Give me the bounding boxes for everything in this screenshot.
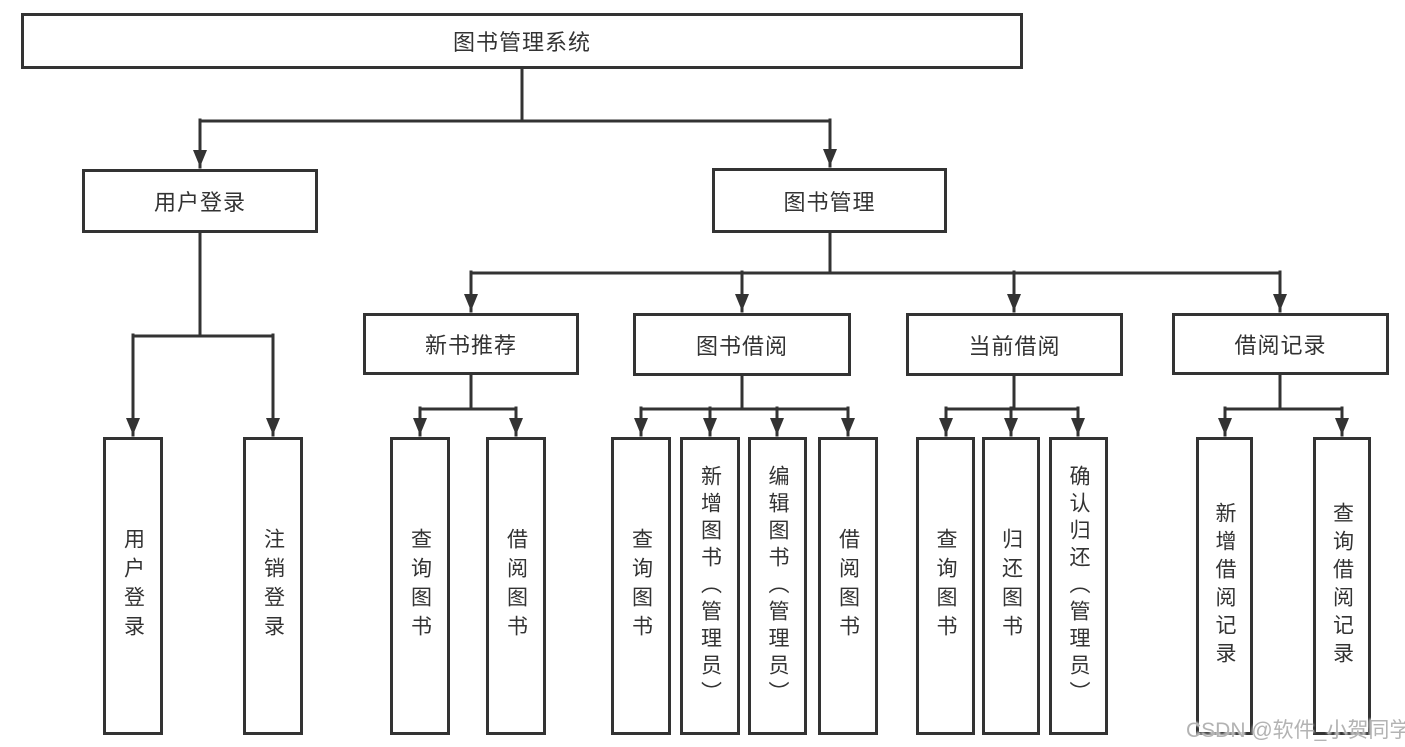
node-leaf-query-books-rec-label: 查询图书 — [408, 528, 432, 644]
node-current-borrow: 当前借阅 — [906, 313, 1123, 376]
node-new-book-rec-label: 新书推荐 — [424, 333, 517, 358]
node-leaf-borrow-books-rec-label: 借阅图书 — [504, 528, 528, 644]
node-leaf-query-books-current-label: 查询图书 — [934, 528, 957, 644]
csdn-watermark: CSDN @软件_小贺同学 — [1186, 719, 1405, 742]
node-leaf-query-books-borrow-label: 查询图书 — [629, 528, 653, 644]
node-leaf-query-borrow-record-label: 查询借阅记录 — [1330, 502, 1354, 670]
node-borrow-records-label: 借阅记录 — [1234, 333, 1327, 358]
node-leaf-edit-books-admin-label: 编辑图书（管理员） — [766, 464, 789, 708]
node-root-system-label: 图书管理系统 — [452, 30, 591, 55]
node-leaf-user-login-label: 用户登录 — [121, 528, 145, 644]
node-book-borrow-label: 图书借阅 — [695, 333, 788, 359]
node-leaf-confirm-return-admin: 确认归还（管理员） — [1049, 437, 1108, 735]
node-new-book-rec: 新书推荐 — [363, 313, 579, 375]
node-current-borrow-label: 当前借阅 — [968, 333, 1061, 359]
node-user-login: 用户登录 — [82, 169, 318, 233]
node-leaf-logout: 注销登录 — [243, 437, 303, 735]
node-leaf-query-books-borrow: 查询图书 — [611, 437, 671, 735]
node-leaf-borrow-books-rec: 借阅图书 — [486, 437, 546, 735]
node-leaf-query-borrow-record: 查询借阅记录 — [1313, 437, 1371, 735]
node-leaf-return-books: 归还图书 — [982, 437, 1040, 735]
node-leaf-query-books-rec: 查询图书 — [390, 437, 450, 735]
node-leaf-confirm-return-admin-label: 确认归还（管理员） — [1067, 464, 1090, 708]
node-book-mgmt: 图书管理 — [712, 168, 947, 233]
node-leaf-user-login: 用户登录 — [103, 437, 163, 735]
node-book-mgmt-label: 图书管理 — [783, 189, 876, 215]
node-borrow-records: 借阅记录 — [1172, 313, 1389, 375]
node-leaf-add-books-admin-label: 新增图书（管理员） — [698, 464, 722, 708]
node-leaf-edit-books-admin: 编辑图书（管理员） — [748, 437, 807, 735]
node-leaf-logout-label: 注销登录 — [261, 528, 285, 644]
node-leaf-add-books-admin: 新增图书（管理员） — [680, 437, 740, 735]
node-leaf-borrow-books-borrow: 借阅图书 — [818, 437, 878, 735]
node-book-borrow: 图书借阅 — [633, 313, 851, 376]
node-user-login-label: 用户登录 — [153, 190, 246, 215]
node-root-system: 图书管理系统 — [21, 13, 1023, 69]
node-leaf-query-books-current: 查询图书 — [916, 437, 975, 735]
node-leaf-borrow-books-borrow-label: 借阅图书 — [836, 528, 860, 644]
node-leaf-add-borrow-record-label: 新增借阅记录 — [1213, 502, 1236, 670]
node-leaf-add-borrow-record: 新增借阅记录 — [1196, 437, 1253, 735]
node-leaf-return-books-label: 归还图书 — [999, 528, 1023, 644]
